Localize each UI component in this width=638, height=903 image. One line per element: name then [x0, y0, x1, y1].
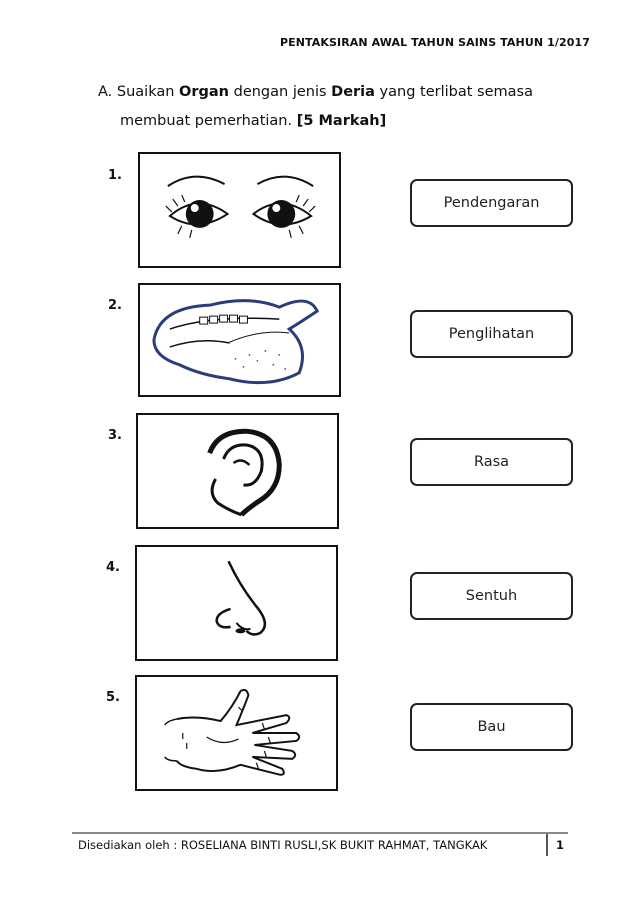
nose-icon [215, 560, 267, 636]
answer-box-4[interactable]: Sentuh [410, 572, 573, 620]
item-number-2: 2. [108, 298, 122, 313]
item-number-4: 4. [106, 560, 120, 575]
item-number-3: 3. [108, 428, 122, 443]
instruction-mid: dengan jenis [229, 84, 332, 100]
page-number-separator [546, 834, 548, 856]
instruction-prefix: A. Suaikan [98, 84, 180, 100]
eyes-icon [165, 175, 316, 239]
item-number-1: 1. [108, 168, 122, 183]
organ-image-1[interactable] [138, 152, 341, 268]
tongue-icon [152, 299, 319, 385]
instruction-suffix: yang terlibat semasa [374, 84, 533, 100]
instruction-marks: [5 Markah] [296, 113, 387, 129]
organ-image-3[interactable] [136, 413, 339, 529]
hand-icon [164, 688, 301, 776]
instruction-line2: membuat pemerhatian. [120, 113, 297, 129]
item-number-5: 5. [106, 690, 120, 705]
answer-box-2[interactable]: Penglihatan [410, 310, 573, 358]
instruction-text: A. Suaikan Organ dengan jenis Deria yang… [98, 78, 558, 136]
answer-box-3[interactable]: Rasa [410, 438, 573, 486]
organ-image-4[interactable] [135, 545, 338, 661]
organ-image-5[interactable] [135, 675, 338, 791]
answer-box-1[interactable]: Pendengaran [410, 179, 573, 227]
instruction-bold-deria: Deria [331, 84, 375, 100]
ear-icon [207, 428, 282, 517]
instruction-bold-organ: Organ [179, 84, 229, 100]
organ-image-2[interactable] [138, 283, 341, 397]
footer-credit: Disediakan oleh : ROSELIANA BINTI RUSLI,… [78, 838, 488, 852]
footer-divider [72, 832, 568, 834]
page-number: 1 [556, 838, 565, 852]
page-header: PENTAKSIRAN AWAL TAHUN SAINS TAHUN 1/201… [279, 36, 590, 49]
answer-box-5[interactable]: Bau [410, 703, 573, 751]
